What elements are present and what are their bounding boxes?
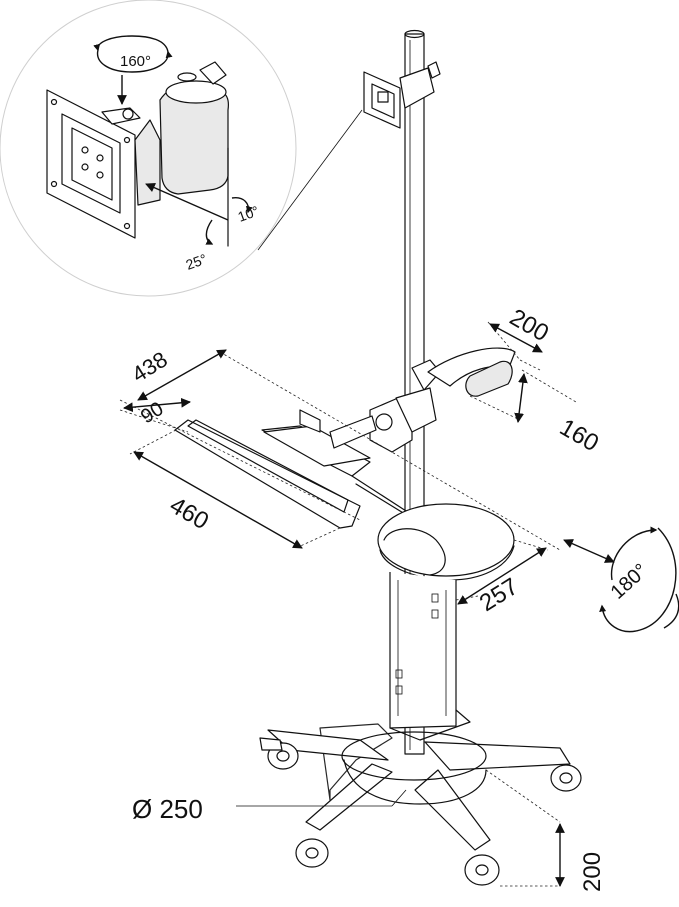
caster-left-back [259,737,299,770]
tilt-up-arrow-icon [231,197,253,214]
tilt-down-label: 25° [184,251,209,273]
label-160-arm: 160 [555,414,603,457]
caster-right [550,764,582,792]
tilt-axis-arrow [145,183,229,221]
rotation-label-160: 160° [120,53,151,70]
label-257: 257 [475,573,523,617]
monitor-mount-small [363,61,441,129]
label-460: 460 [165,492,213,535]
tray-clamp [329,387,437,453]
dimension-diameter: Ø 250 [132,789,407,824]
dimension-arrow-icon [137,349,227,401]
star-base [259,723,582,886]
detail-leader [257,109,363,251]
label-200-height: 200 [579,852,606,892]
dimension-200-height: 200 [485,769,606,892]
detail-circle [0,0,297,297]
tilt-up-label: 10° [236,203,261,225]
vesa-plate [46,89,136,239]
tilt-down-arrow-icon [205,219,214,245]
rotation-arrow-icon [93,35,173,73]
label-200-arm: 200 [505,304,553,347]
label-diameter: Ø 250 [132,794,203,824]
base-column [389,572,471,741]
detail-view: 160° 10° 25° [0,0,363,297]
side-arm [411,347,516,397]
rotation-180: 180° [563,526,679,633]
caster-front-right [464,854,500,886]
round-tray [377,503,515,581]
label-438: 438 [127,347,171,388]
rotation-arrow-icon [599,527,677,633]
caster-front-left [295,838,329,868]
double-arrow-icon [563,539,615,563]
label-180: 180° [607,560,652,604]
